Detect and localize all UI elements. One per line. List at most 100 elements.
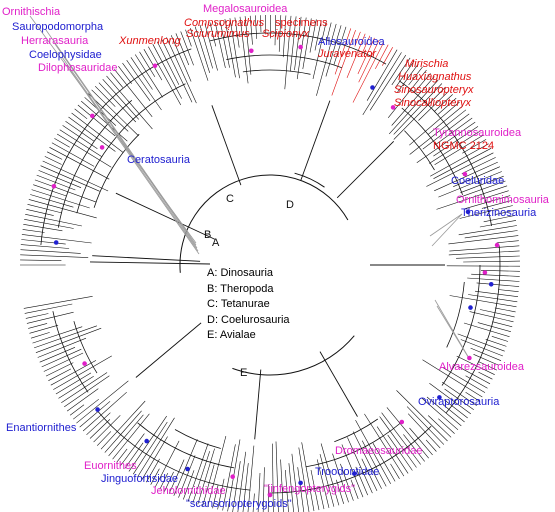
main-branch: [319, 351, 358, 417]
tip-branch: [302, 18, 312, 70]
tip-branch: [425, 439, 437, 452]
tip-branch: [122, 62, 151, 102]
tip-branch: [473, 354, 500, 366]
tip-branch: [461, 157, 496, 174]
clade-node-marker: [298, 480, 303, 486]
clade-node-marker: [298, 44, 303, 50]
tip-branch: [481, 200, 512, 209]
tip-branch: [350, 479, 359, 500]
tip-branch: [219, 20, 230, 68]
internal-arc: [269, 425, 432, 494]
tip-branch: [36, 174, 76, 191]
avialae-arc: [232, 335, 355, 376]
tip-branch: [409, 427, 433, 456]
tip-branch: [427, 105, 463, 135]
tip-branch: [168, 459, 185, 494]
tip-branch: [20, 249, 81, 254]
tip-branch: [460, 339, 504, 357]
clade-node-marker: [249, 48, 254, 54]
tip-branch: [336, 479, 344, 504]
tip-branch: [352, 431, 382, 489]
tip-branch: [194, 26, 210, 73]
tip-branch: [247, 445, 255, 512]
tip-branch: [58, 375, 94, 399]
tip-branch: [26, 311, 74, 324]
tip-branch: [46, 151, 63, 160]
tip-branch: [462, 139, 487, 154]
tip-branch: [467, 277, 520, 282]
node-letter-c: C: [226, 193, 234, 205]
tip-branch: [148, 46, 182, 106]
tip-branch: [146, 458, 160, 483]
tip-branch: [347, 437, 373, 494]
tip-branch: [381, 412, 421, 465]
tip-branch: [56, 133, 112, 168]
tip-branch: [71, 112, 124, 153]
tip-branch: [21, 234, 92, 244]
tip-branch: [116, 448, 128, 463]
tip-branch: [361, 440, 387, 487]
clade-node-marker: [437, 395, 442, 400]
tip-branch: [426, 396, 462, 427]
label-mirischia: Mirischia: [405, 58, 449, 70]
coelurosaur-arc: [294, 172, 325, 188]
label-huaxiagnathus: Huaxiagnathus: [398, 71, 472, 83]
tip-branch: [23, 296, 93, 309]
tip-branch: [298, 447, 310, 512]
tip-branch: [64, 375, 110, 408]
tip-branch: [434, 134, 484, 165]
tip-branch: [449, 245, 520, 252]
main-branch: [211, 105, 242, 186]
main-branch: [135, 322, 202, 378]
tip-branch: [242, 463, 249, 512]
clade-node-marker: [467, 355, 472, 361]
tip-branch: [21, 239, 66, 245]
tip-branch: [426, 152, 494, 187]
tip-branch: [91, 89, 139, 137]
tip-branch: [340, 463, 354, 501]
tip-branch: [32, 326, 83, 344]
node-letter-e: E: [240, 367, 248, 379]
tip-branch: [53, 355, 112, 390]
tip-branch: [54, 138, 70, 148]
tip-branch: [453, 166, 501, 187]
tip-branch: [37, 337, 87, 358]
tip-branch: [252, 493, 255, 512]
tip-branch: [143, 49, 163, 81]
tip-branch: [408, 66, 423, 86]
tip-branch: [418, 90, 450, 121]
tip-branch: [262, 467, 265, 512]
tip-branch: [393, 86, 446, 140]
tip-branch: [478, 361, 498, 371]
main-branch: [300, 100, 331, 181]
tip-branch: [483, 215, 516, 223]
label-enantiornithes: Enantiornithes: [6, 422, 77, 434]
label-troodontidae: Troodontidae: [315, 466, 380, 478]
tip-branch: [183, 470, 195, 500]
tip-branch: [20, 244, 70, 249]
tip-branch: [438, 418, 455, 434]
tip-branch: [391, 76, 435, 126]
label-specimens: specimens: [275, 17, 328, 29]
node-letter-a: A: [212, 237, 220, 249]
tip-branch: [24, 303, 73, 314]
tip-branch: [161, 39, 193, 103]
tip-branch: [309, 19, 317, 53]
tip-branch: [443, 367, 486, 393]
tip-branch: [406, 406, 445, 445]
tip-branch: [314, 20, 322, 51]
clade-node-marker: [90, 113, 95, 119]
label-compsognathus: Compsognathus: [184, 17, 265, 29]
tip-branch: [352, 42, 384, 103]
tip-branch: [478, 371, 493, 380]
label-juravenator: Juravenator: [318, 48, 377, 60]
tip-branch: [422, 113, 470, 150]
tip-branch: [403, 434, 425, 462]
tip-branch: [61, 372, 108, 403]
tip-branch: [141, 436, 168, 480]
internal-arc: [93, 133, 140, 208]
tip-branch: [152, 44, 182, 99]
tip-branch: [229, 18, 240, 79]
tip-branch: [108, 414, 144, 457]
label-euornithes: Euornithes: [84, 460, 137, 472]
